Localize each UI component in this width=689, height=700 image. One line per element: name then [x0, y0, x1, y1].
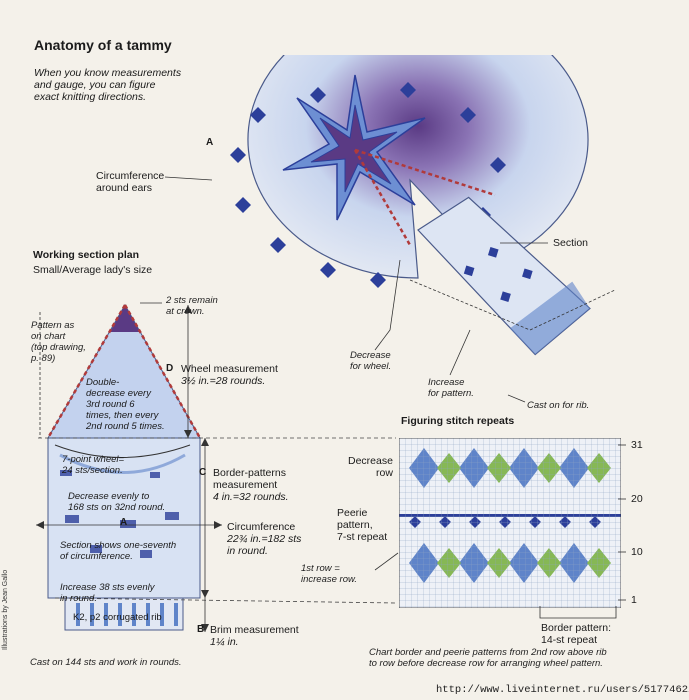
chart-heading: Figuring stitch repeats — [401, 415, 515, 427]
first-row-label: 1st row = increase row. — [301, 563, 357, 585]
point-c: C — [199, 467, 207, 478]
decrease-row-label: Decrease row — [348, 455, 393, 479]
illustration-credit: Illustrations by Jean Gallo — [2, 569, 9, 650]
point-a-plan: A — [120, 517, 128, 528]
section-shows-note: Section shows one-seventh of circumferen… — [60, 540, 177, 562]
tam-body — [247, 55, 589, 279]
cast-on-144-note: Cast on 144 sts and work in rounds. — [30, 657, 182, 668]
increase-38-note: Increase 38 sts evenly in round. — [60, 582, 155, 604]
increase-pattern-label: Increase for pattern. — [428, 377, 474, 399]
pattern-note: Pattern as on chart (top drawing, p. 89) — [31, 320, 86, 364]
section-label: Section — [553, 237, 589, 249]
stitch-chart — [399, 438, 621, 608]
cast-on-rib-label: Cast on for rib. — [527, 400, 590, 411]
size-label: Small/Average lady's size — [33, 264, 153, 276]
intro-text: When you know measurements and gauge, yo… — [34, 67, 182, 103]
row-number-1: 1 — [631, 594, 637, 606]
tammy-illustration — [230, 55, 591, 356]
brim-measurement: Brim measurement 1¼ in. — [210, 624, 299, 648]
seven-point-wheel-note: 7-point wheel= 24 sts/section. — [62, 454, 125, 476]
diamond-motifs — [230, 82, 506, 288]
border-measurement: Border-patterns measurement 4 in.=32 rou… — [213, 467, 289, 503]
chart-row-markers — [618, 444, 626, 601]
border-pattern-label: Border pattern: 14-st repeat — [541, 622, 612, 646]
decrease-evenly-note: Decrease evenly to 168 sts on 32nd round… — [68, 491, 166, 513]
wheel-decrease-line — [353, 148, 496, 246]
section-strip — [417, 196, 591, 356]
double-decrease-note: Double- decrease every 3rd round 6 times… — [86, 377, 165, 432]
wheel-measurement: Wheel measurement 3½ in.=28 rounds. — [181, 363, 278, 387]
chart-footnote: Chart border and peerie patterns from 2n… — [369, 647, 607, 669]
peerie-pattern-label: Peerie pattern, 7-st repeat — [337, 507, 388, 543]
row-number-20: 20 — [631, 493, 643, 505]
row-number-31: 31 — [631, 439, 643, 451]
point-a-top: A — [206, 137, 214, 148]
circumference-ears-label: Circumference around ears — [96, 170, 165, 194]
circumference-measurement: Circumference 22¾ in.=182 sts in round. — [227, 521, 302, 557]
crown-note: 2 sts remain at crown. — [166, 295, 218, 317]
border-bracket — [539, 606, 617, 619]
watermark-url: http://www.liveinternet.ru/users/5177462… — [436, 684, 689, 696]
point-d: D — [166, 363, 174, 374]
rib-label: K2, p2 corrugated rib — [73, 612, 162, 623]
working-section-heading: Working section plan — [33, 249, 139, 261]
page-title: Anatomy of a tammy — [34, 37, 172, 53]
point-b: B — [197, 624, 205, 635]
decrease-wheel-label: Decrease for wheel. — [350, 350, 392, 372]
star-motif — [282, 74, 426, 221]
row-number-10: 10 — [631, 546, 643, 558]
